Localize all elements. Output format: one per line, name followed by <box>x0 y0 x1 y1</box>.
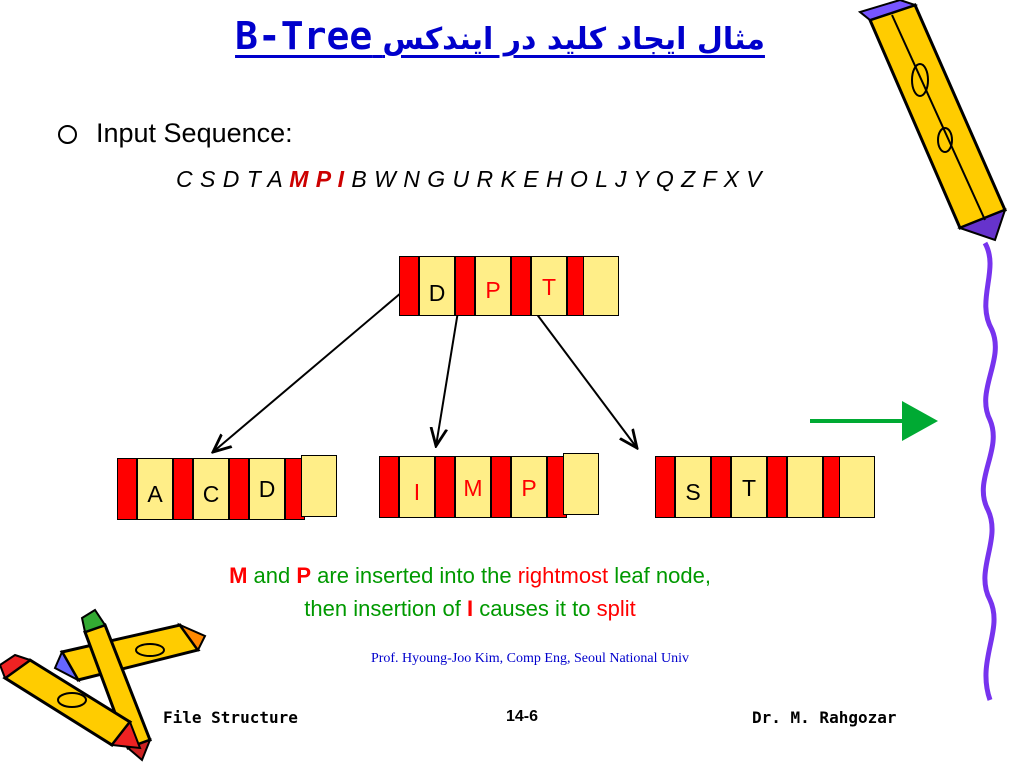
leaf3-pointer-2 <box>767 456 787 518</box>
root-key-1: P <box>475 256 511 316</box>
sequence-highlight: M P I <box>289 166 345 192</box>
credit-line: Prof. Hyoung-Joo Kim, Comp Eng, Seoul Na… <box>370 651 690 666</box>
caption-line2-mid: causes it to <box>473 596 597 621</box>
edge-root-to-leaf-1 <box>213 286 409 452</box>
footer-course: File Structure <box>163 708 298 727</box>
leaf3-key-0: S <box>675 456 711 518</box>
root-key-empty <box>583 256 619 316</box>
leaf2-pointer-1 <box>435 456 455 518</box>
leaf3-key-empty-2 <box>839 456 875 518</box>
caption-split: split <box>596 596 636 621</box>
root-pointer-1 <box>455 256 475 316</box>
slide-title: B-Tree مثال ایجاد کلید در ایندکس <box>0 14 1000 58</box>
leaf1-pointer-1 <box>173 458 193 520</box>
root-pointer-2 <box>511 256 531 316</box>
leaf2-pointer-2 <box>491 456 511 518</box>
pencils-bottom-left-icon <box>0 608 207 762</box>
leaf1-key-1: C <box>193 458 229 520</box>
caption-and: and <box>247 563 297 588</box>
caption-key-p: P <box>296 563 312 588</box>
sequence-before: C S D T A <box>176 166 290 192</box>
leaf2-key-1: M <box>455 456 491 518</box>
leaf3-pointer-1 <box>711 456 731 518</box>
root-key-2: T <box>531 256 567 316</box>
leaf1-pointer-2 <box>229 458 249 520</box>
leaf1-key-empty <box>301 455 337 517</box>
leaf2-pointer-0 <box>379 456 399 518</box>
caption: M and P are inserted into the rightmost … <box>130 559 810 625</box>
leaf1-key-2: D <box>249 458 285 520</box>
caption-rightmost: rightmost <box>517 563 609 588</box>
leaf2-key-empty <box>563 453 599 515</box>
footer-slide-number: 14-6 <box>506 708 539 725</box>
decorative-wave-icon <box>980 241 998 701</box>
root-pointer-0 <box>399 256 419 316</box>
caption-line2-start: then insertion of <box>304 596 467 621</box>
title-latin: B-Tree <box>235 14 373 58</box>
input-sequence: C S D T A M P I B W N G U R K E H O L J … <box>176 166 762 193</box>
caption-end: leaf node, <box>608 563 711 588</box>
pencil-top-right-icon <box>857 0 1007 242</box>
leaf2-key-0: I <box>399 456 435 518</box>
title-persian: مثال ایجاد کلید در ایندکس <box>382 22 765 57</box>
leaf3-pointer-0 <box>655 456 675 518</box>
leaf1-pointer-0 <box>117 458 137 520</box>
leaf3-key-1: T <box>731 456 767 518</box>
leaf1-key-0: A <box>137 458 173 520</box>
caption-key-m: M <box>229 563 248 588</box>
caption-key-i: I <box>466 596 474 621</box>
input-sequence-heading: Input Sequence: <box>96 118 293 148</box>
root-key-0: D <box>419 256 455 316</box>
leaf2-key-2: P <box>511 456 547 518</box>
bullet-circle-icon <box>58 125 77 144</box>
leaf3-key-empty-1 <box>787 456 823 518</box>
sequence-after: B W N G U R K E H O L J Y Q Z F X V <box>344 166 763 192</box>
footer-author: Dr. M. Rahgozar <box>752 708 897 727</box>
caption-mid: are inserted into the <box>311 563 518 588</box>
